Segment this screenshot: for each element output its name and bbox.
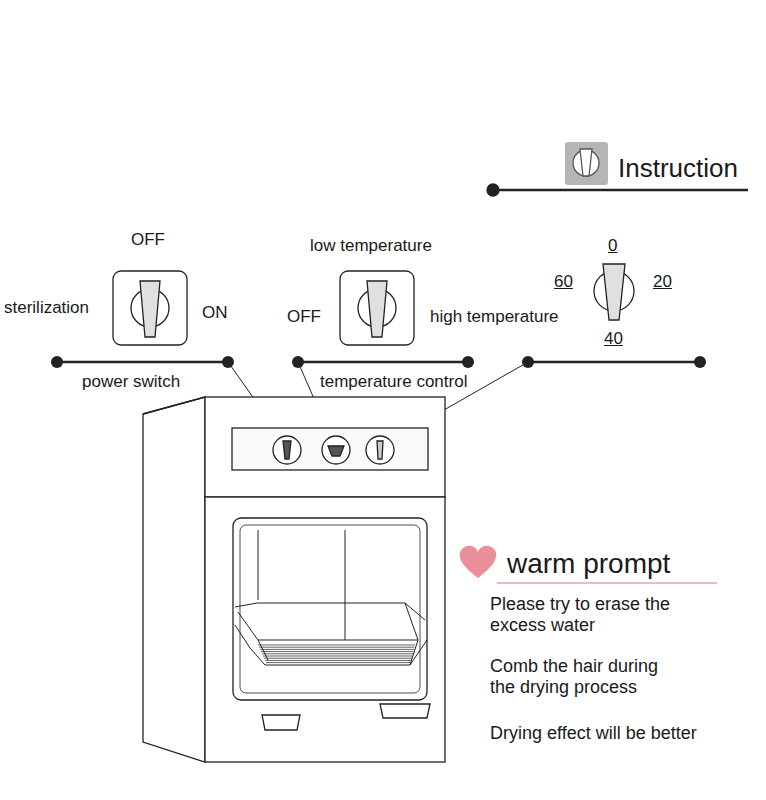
label-holder: 20 [653,272,672,292]
prompt-note: Comb the hair during the drying process [490,656,680,697]
label-holder: warm prompt [507,548,670,580]
switch-position-label: OFF [131,230,165,250]
label-holder: high temperature [430,307,559,327]
switch-plate [113,271,187,345]
icon-knob [573,150,599,176]
label-holder: Drying effect will be better [490,723,750,744]
dot [487,184,499,196]
rack [235,530,427,665]
switch-position-label: low temperature [310,236,432,256]
label-holder: power switch [80,372,182,392]
label-holder: low temperature [310,236,432,256]
rule-line [493,189,748,192]
oven-foot [380,704,430,718]
label-holder: OFF [287,307,321,327]
prompt-note: Drying effect will be better [490,723,750,744]
heart-icon [460,546,497,578]
label-holder: 60 [554,272,573,292]
base-lines [57,361,700,364]
label-holder: sterilization [4,298,89,318]
title-holder: Instruction [618,154,738,184]
panel-knob [322,436,350,464]
switch-handle [140,281,160,337]
panel-knob [273,436,301,464]
control-name: power switch [80,372,182,392]
switch-position-label: high temperature [430,307,559,327]
label-holder: OFF [131,230,165,250]
timer-handle [603,264,625,320]
prompt-underline [497,582,717,584]
rack-wires [258,645,415,663]
timer-number: 60 [554,272,573,292]
panel-knob [366,436,394,464]
timer-number: 0 [608,236,617,256]
label-holder: ON [202,303,228,323]
control-name: temperature control [318,372,469,392]
control-strip [232,428,428,470]
switch-handle [367,281,387,337]
label-holder: Comb the hair during the drying process [490,656,680,697]
prompt-note: Please try to erase the excess water [490,594,702,635]
switch-position-label: OFF [287,307,321,327]
label-holder: 40 [604,329,623,349]
door-window [233,518,427,700]
oven-side [143,397,205,762]
switch-position-label: sterilization [4,298,89,318]
switch-position-label: ON [202,303,228,323]
label-holder: 0 [608,236,617,256]
oven-door [205,497,445,762]
oven-foot [262,715,300,730]
timer-number: 20 [653,272,672,292]
icon-bg [565,142,608,185]
prompt-heading: warm prompt [507,548,670,580]
control-panel [205,397,445,497]
label-holder: temperature control [318,372,469,392]
label-holder: Please try to erase the excess water [490,594,702,635]
switch-plate [340,271,414,345]
timer-number: 40 [604,329,623,349]
title: Instruction [618,154,738,184]
dots [51,356,706,368]
icon-handle [580,149,592,176]
